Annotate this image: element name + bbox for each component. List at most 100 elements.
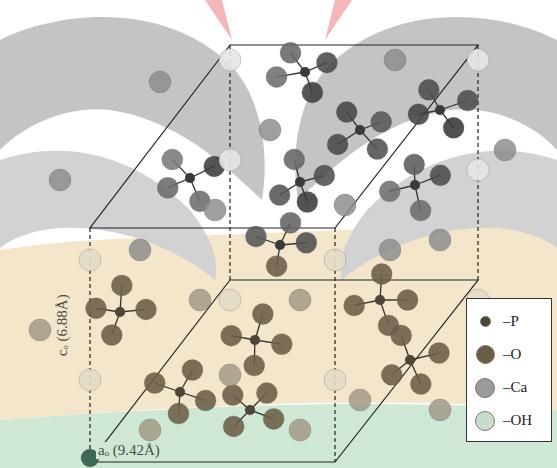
legend-entry: –P <box>467 305 551 338</box>
oxygen-atom <box>195 390 216 411</box>
calcium-atom <box>139 419 161 441</box>
calcium-atom <box>289 419 311 441</box>
calcium-atom <box>189 289 211 311</box>
pink-streak <box>325 0 352 40</box>
bonds <box>96 53 468 427</box>
hydroxyl-group <box>219 49 241 71</box>
legend-box: –P –O –Ca –OH <box>466 298 552 442</box>
legend-text: –O <box>503 346 521 363</box>
oxygen-atom <box>327 134 348 155</box>
grey-swirl <box>341 151 557 280</box>
oxygen-atom <box>168 403 189 424</box>
oxygen-atom <box>296 232 317 253</box>
oxygen-atom <box>284 149 305 170</box>
oxygen-atom <box>302 82 323 103</box>
phosphorus-atom <box>295 177 305 187</box>
calcium-atom <box>204 199 226 221</box>
oxygen-atom <box>269 185 290 206</box>
legend-text: –P <box>503 313 519 330</box>
phosphorus-atom <box>115 307 125 317</box>
oxygen-atom <box>371 111 392 132</box>
hydroxyl-group <box>79 249 101 271</box>
hydroxyl-group <box>324 369 346 391</box>
phosphorus-atom <box>405 355 415 365</box>
oxygen-atom <box>391 325 412 346</box>
oxygen-atom <box>314 165 335 186</box>
legend-entry: –O <box>467 338 551 371</box>
phosphorus-atom <box>175 387 185 397</box>
oxygen-atom <box>221 325 242 346</box>
calcium-atom <box>259 119 281 141</box>
oxygen-atom <box>135 299 156 320</box>
calcium-atom <box>219 364 241 386</box>
oxygen-atom <box>371 264 392 285</box>
oxygen-atom <box>244 355 265 376</box>
calcium-atom <box>429 229 451 251</box>
legend-entry: –OH <box>467 404 551 437</box>
oxygen-atom <box>408 104 429 125</box>
oxygen-atom <box>418 79 439 100</box>
pink-streak <box>205 0 232 40</box>
oxygen-atom <box>397 289 418 310</box>
calcium-atom <box>29 319 51 341</box>
phosphorus-atom <box>410 180 420 190</box>
oxygen-atom <box>101 325 122 346</box>
dimension-label: aₒ (9.42Å) <box>96 442 162 459</box>
oxygen-atom <box>336 102 357 123</box>
legend-swatch <box>476 345 495 364</box>
phosphorus-atom <box>375 295 385 305</box>
legend-text: –OH <box>503 412 532 429</box>
oxygen-atom <box>280 42 301 63</box>
oxygen-atom <box>428 343 449 364</box>
phosphorus-atom <box>275 240 285 250</box>
oxygen-atom <box>430 165 451 186</box>
calcium-atom <box>384 49 406 71</box>
hydroxyl-group <box>324 249 346 271</box>
oxygen-atom <box>223 416 244 437</box>
hydroxyl-group <box>219 289 241 311</box>
oxygen-atom <box>367 139 388 160</box>
oxygen-atom <box>297 191 318 212</box>
hydroxyl-group <box>79 369 101 391</box>
oxygen-atom <box>245 226 266 247</box>
oxygen-atom <box>111 275 132 296</box>
cell-top-face <box>90 45 478 228</box>
oxygen-atom <box>266 256 287 277</box>
calcium-atom <box>349 389 371 411</box>
calcium-atom <box>379 239 401 261</box>
legend-swatch <box>475 411 495 431</box>
oxygen-atom <box>252 303 273 324</box>
calcium-atom <box>429 399 451 421</box>
oxygen-atom <box>222 385 243 406</box>
oxygen-atom <box>182 360 203 381</box>
dimension-label: cₒ (6.88Å) <box>54 292 71 358</box>
oxygen-atom <box>381 364 402 385</box>
oxygen-atom <box>443 117 464 138</box>
legend-text: –Ca <box>503 379 527 396</box>
calcium-atom <box>289 289 311 311</box>
oxygen-atom <box>266 66 287 87</box>
cell-bottom-face <box>90 280 478 462</box>
phosphorus-atom <box>435 105 445 115</box>
calcium-atom <box>129 239 151 261</box>
phosphorus-atom <box>250 335 260 345</box>
oxygen-atom <box>316 52 337 73</box>
legend-swatch <box>475 378 495 398</box>
oxygen-atom <box>410 200 431 221</box>
hydroxyl-group <box>467 49 489 71</box>
calcium-atom <box>49 169 71 191</box>
oxygen-atom <box>404 154 425 175</box>
oxygen-atom <box>410 374 431 395</box>
oxygen-atom <box>256 383 277 404</box>
oxygen-atom <box>280 212 301 233</box>
calcium-atom <box>334 194 356 216</box>
grey-swirl <box>0 151 216 280</box>
calcium-atom <box>494 139 516 161</box>
atoms <box>29 42 516 467</box>
oxygen-atom <box>86 298 107 319</box>
oxygen-atom <box>144 372 165 393</box>
oxygen-atom <box>162 149 183 170</box>
legend-swatch <box>480 316 491 327</box>
